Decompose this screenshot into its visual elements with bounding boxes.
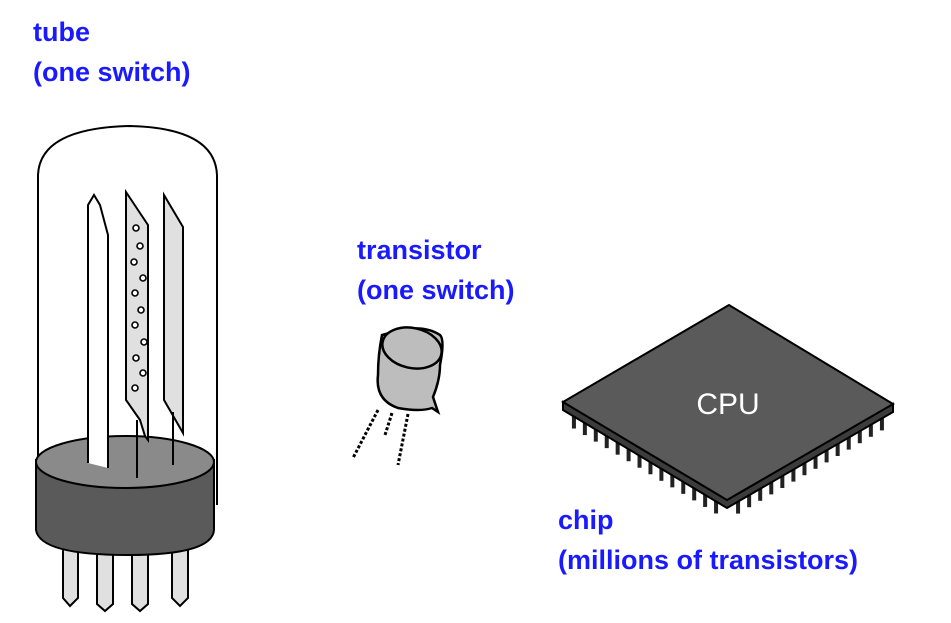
tube-label: tube (one switch) bbox=[33, 12, 191, 92]
chip-pin bbox=[813, 452, 818, 469]
chip-pin bbox=[692, 484, 697, 501]
tube-glass-envelope bbox=[37, 124, 218, 505]
chip-pin bbox=[769, 478, 774, 495]
chip-pin bbox=[846, 433, 851, 450]
chip-pin bbox=[747, 491, 752, 508]
chip-pin bbox=[681, 477, 686, 494]
chip-pin bbox=[758, 484, 763, 501]
tube-grid-holes bbox=[130, 224, 148, 392]
transistor-name: transistor bbox=[357, 235, 482, 265]
vacuum-tube-illustration bbox=[35, 124, 218, 613]
chip-pin bbox=[582, 419, 587, 436]
chip-pin bbox=[637, 451, 642, 468]
chip-pin bbox=[714, 497, 719, 514]
transistor-illustration bbox=[351, 326, 444, 466]
chip-name: chip bbox=[558, 505, 614, 535]
transistor-leads bbox=[351, 409, 410, 466]
chip-label: chip (millions of transistors) bbox=[558, 500, 858, 580]
chip-pin bbox=[604, 432, 609, 449]
chip-pin bbox=[626, 445, 631, 462]
tube-base-top bbox=[35, 435, 215, 489]
chip-note: (millions of transistors) bbox=[558, 545, 859, 575]
chip-marking: CPU bbox=[696, 388, 759, 421]
chip-pin bbox=[802, 459, 807, 476]
cpu-chip-illustration: CPU bbox=[561, 303, 895, 514]
chip-pin bbox=[857, 427, 862, 444]
chip-pin bbox=[824, 446, 829, 463]
tube-note: (one switch) bbox=[33, 57, 191, 87]
chip-pin bbox=[703, 490, 708, 507]
chip-pin bbox=[670, 471, 675, 488]
tube-name: tube bbox=[33, 17, 90, 47]
chip-pin bbox=[648, 458, 653, 475]
chip-pin bbox=[659, 464, 664, 481]
chip-pin bbox=[868, 420, 873, 437]
chip-pin bbox=[835, 440, 840, 456]
tube-plate bbox=[163, 191, 184, 437]
transistor-note: (one switch) bbox=[357, 275, 515, 305]
tube-cathode bbox=[87, 193, 109, 468]
transistor-cap bbox=[381, 326, 443, 370]
chip-pin bbox=[780, 472, 785, 488]
transistor-label: transistor (one switch) bbox=[357, 230, 515, 310]
chip-pin bbox=[571, 412, 576, 429]
chip-pin bbox=[879, 414, 884, 431]
chip-pin bbox=[615, 438, 620, 455]
chip-pins bbox=[571, 412, 884, 514]
chip-pin bbox=[736, 497, 741, 514]
chip-pin bbox=[593, 425, 598, 442]
tube-grid bbox=[125, 188, 149, 443]
tube-pins bbox=[62, 539, 189, 613]
chip-pin bbox=[791, 465, 796, 482]
chip-top bbox=[561, 303, 895, 502]
